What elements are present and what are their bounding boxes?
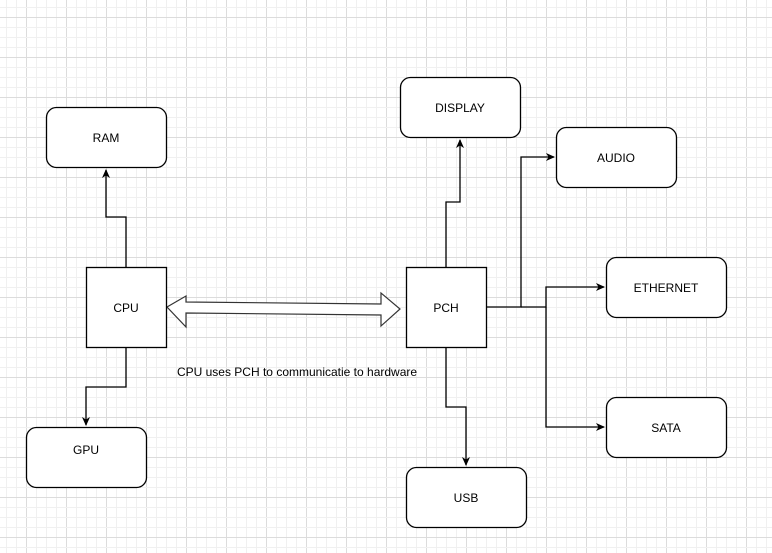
node-usb-label: USB bbox=[454, 491, 479, 505]
node-pch-label: PCH bbox=[433, 301, 458, 315]
annotation-text[interactable]: CPU uses PCH to communicatie to hardware bbox=[177, 365, 417, 379]
node-ram[interactable]: RAM bbox=[45, 106, 168, 169]
node-cpu[interactable]: CPU bbox=[85, 266, 168, 349]
edge-cpu-gpu[interactable] bbox=[82, 347, 127, 426]
node-usb[interactable]: USB bbox=[405, 466, 528, 529]
edge-pch-display[interactable] bbox=[445, 139, 464, 267]
node-ram-label: RAM bbox=[93, 131, 120, 145]
edge-cpu-ram[interactable] bbox=[102, 169, 127, 267]
node-cpu-label: CPU bbox=[113, 301, 138, 315]
node-sata[interactable]: SATA bbox=[605, 396, 728, 459]
node-gpu-label: GPU bbox=[73, 443, 99, 457]
node-ethernet-label: ETHERNET bbox=[634, 281, 699, 295]
node-display[interactable]: DISPLAY bbox=[399, 76, 522, 139]
edge-pch-usb[interactable] bbox=[445, 347, 470, 466]
node-gpu[interactable]: GPU bbox=[25, 426, 148, 489]
node-sata-label: SATA bbox=[651, 421, 681, 435]
node-pch[interactable]: PCH bbox=[405, 266, 488, 349]
node-ethernet[interactable]: ETHERNET bbox=[605, 256, 728, 319]
double-arrow-cpu-pch[interactable] bbox=[166, 291, 401, 329]
edge-pch-sata[interactable] bbox=[545, 307, 605, 431]
edge-pch-audio[interactable] bbox=[486, 153, 555, 308]
node-audio-label: AUDIO bbox=[597, 151, 635, 165]
edge-pch-ethernet[interactable] bbox=[521, 283, 605, 308]
node-display-label: DISPLAY bbox=[435, 101, 485, 115]
node-audio[interactable]: AUDIO bbox=[555, 126, 678, 189]
